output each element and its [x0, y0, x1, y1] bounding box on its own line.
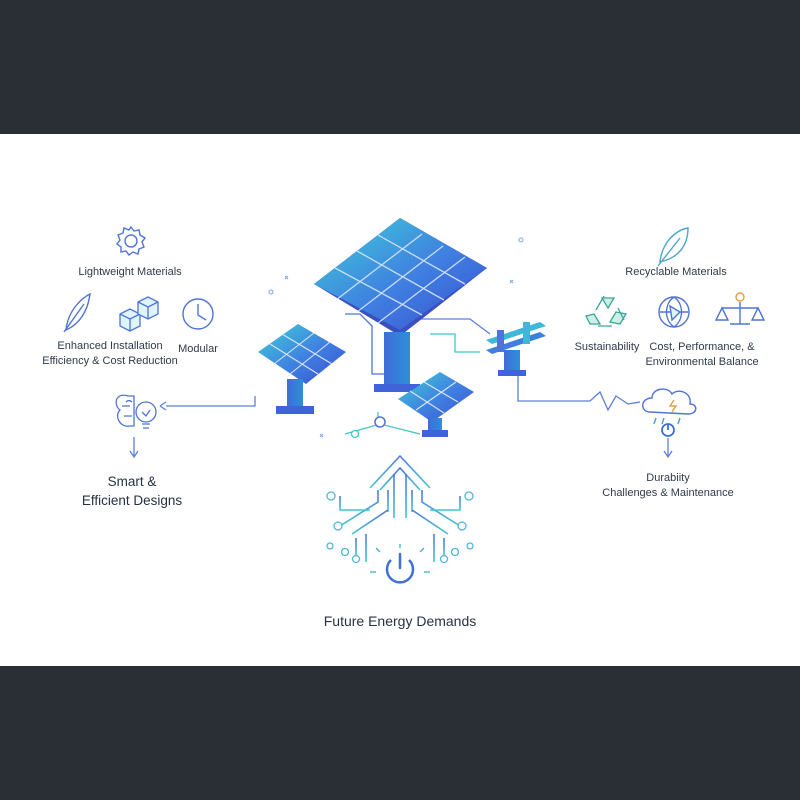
transmission-tower: [486, 322, 546, 376]
label-cost-line1: Cost, Performance, &: [649, 341, 755, 353]
label-sustainability: Sustainability: [574, 341, 640, 353]
label-enhanced-installation: Enhanced Installation Efficiency & Cost …: [42, 339, 178, 369]
label-smart-designs: Smart & Efficient Designs: [82, 472, 182, 510]
gear-icon: [116, 225, 147, 256]
recycle-icon: [585, 295, 628, 327]
brain-bulb-icon: [115, 394, 157, 429]
label-smart-line2: Efficient Designs: [81, 493, 183, 508]
connector-to-smart-designs: [166, 396, 256, 407]
label-enhanced-installation-line2: Efficiency & Cost Reduction: [42, 355, 178, 367]
left-solar-panel: [258, 324, 346, 414]
future-arrow: [339, 454, 461, 562]
label-durability: Durabiity Challenges & Maintenance: [602, 471, 733, 501]
circuit-nodes: [326, 491, 474, 564]
feather-icon: [63, 292, 91, 333]
diagram-canvas: Lightweight Materials Enhanced Installat…: [0, 134, 800, 666]
label-durability-line1: Durabiity: [646, 472, 690, 484]
label-enhanced-installation-line1: Enhanced Installation: [57, 340, 163, 352]
label-smart-line1: Smart &: [107, 474, 157, 489]
sparkles: [268, 237, 524, 438]
clock-icon: [182, 298, 214, 330]
label-cost-performance: Cost, Performance, & Environmental Balan…: [645, 340, 758, 370]
cubes-icon: [119, 296, 159, 332]
storm-cloud-icon: [642, 388, 697, 437]
label-modular: Modular: [178, 343, 218, 355]
solar-diagram: [63, 218, 766, 584]
leaf-icon: [657, 227, 689, 267]
label-future-energy-demands: Future Energy Demands: [323, 613, 477, 629]
globe-icon: [658, 296, 690, 328]
arrowhead-left: [159, 401, 167, 411]
label-lightweight-materials: Lightweight Materials: [78, 266, 182, 278]
power-icon: [370, 544, 430, 584]
label-cost-line2: Environmental Balance: [645, 356, 759, 368]
label-recyclable-materials: Recyclable Materials: [625, 266, 727, 278]
large-solar-panel: [314, 218, 487, 392]
small-solar-panel: [398, 372, 474, 437]
label-durability-line2: Challenges & Maintenance: [602, 487, 734, 499]
balance-scale-icon: [714, 292, 766, 325]
connector-to-durability: [517, 374, 641, 412]
